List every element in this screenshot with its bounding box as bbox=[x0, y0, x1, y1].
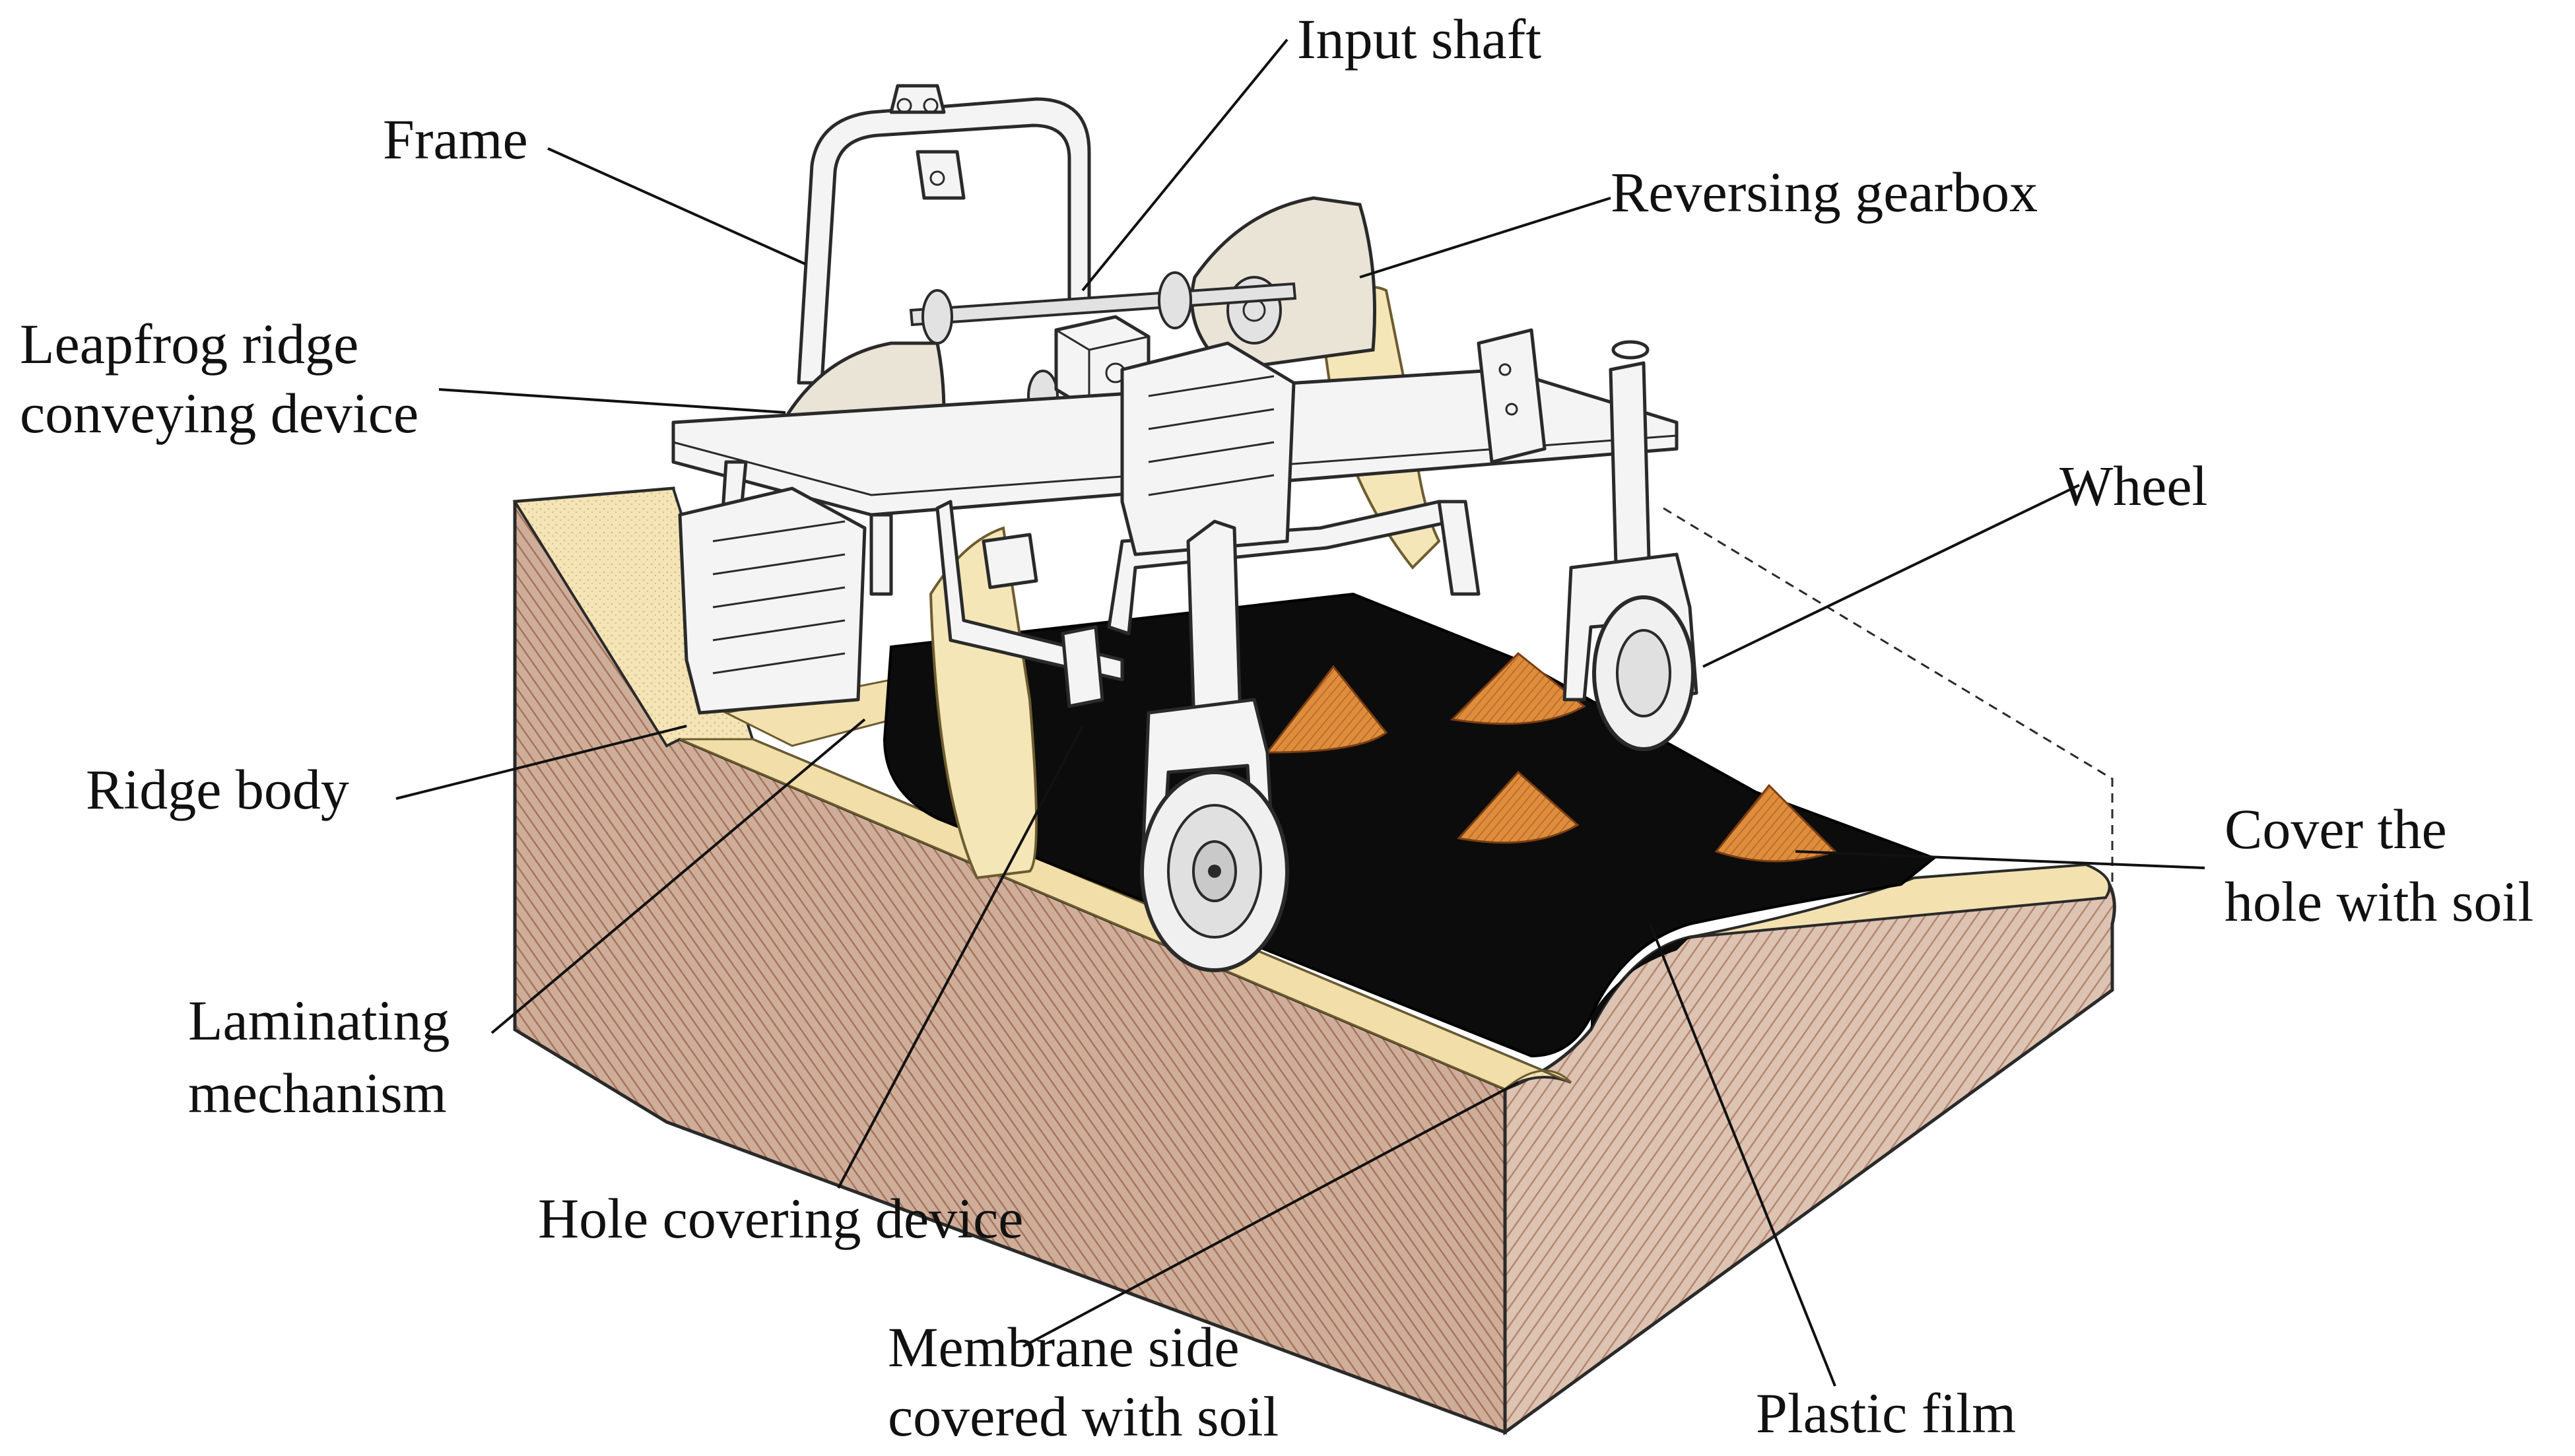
label-laminating-line2: mechanism bbox=[188, 1061, 447, 1125]
label-leapfrog-line2: conveying device bbox=[20, 381, 418, 445]
label-reversing-gearbox: Reversing gearbox bbox=[1611, 160, 2038, 224]
hitch-frame bbox=[797, 97, 1091, 385]
leader-lines bbox=[395, 38, 2205, 1387]
label-leapfrog-line1: Leapfrog ridge bbox=[20, 312, 358, 376]
label-hole-covering: Hole covering device bbox=[538, 1187, 1023, 1250]
plastic-film-surface bbox=[883, 592, 1937, 1058]
label-membrane-line1: Membrane side bbox=[888, 1315, 1240, 1379]
label-membrane-line2: covered with soil bbox=[888, 1385, 1279, 1448]
label-cover-line2: hole with soil bbox=[2224, 870, 2533, 933]
wheel-rear bbox=[1562, 340, 1698, 751]
label-frame: Frame bbox=[383, 108, 528, 171]
machine bbox=[671, 84, 1698, 972]
soil-mounds bbox=[1265, 651, 1837, 863]
label-cover-line1: Cover the bbox=[2224, 797, 2447, 861]
label-input-shaft: Input shaft bbox=[1297, 7, 1541, 71]
ridge-body-right bbox=[1120, 341, 1296, 556]
soil-mound-2 bbox=[1450, 651, 1586, 725]
label-wheel: Wheel bbox=[2059, 454, 2207, 517]
soil-mound-4 bbox=[1714, 783, 1837, 863]
soil-mound-3 bbox=[1457, 770, 1580, 844]
wheel-front bbox=[1140, 519, 1289, 972]
label-ridge-body: Ridge body bbox=[86, 758, 349, 821]
soil-mound-1 bbox=[1265, 665, 1388, 754]
label-plastic-film: Plastic film bbox=[1756, 1381, 2016, 1445]
label-laminating-line1: Laminating bbox=[188, 989, 450, 1052]
